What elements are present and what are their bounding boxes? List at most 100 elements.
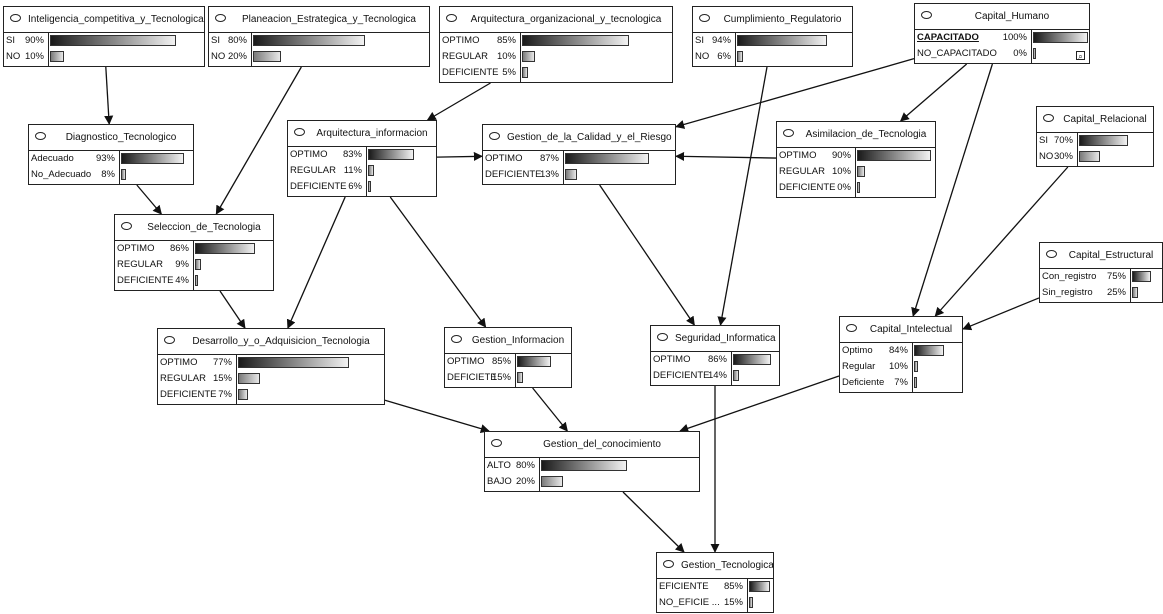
state-percent: 11% [343,165,362,176]
state-label: DEFICIENTE [290,181,347,192]
node-divider [520,32,521,82]
node-title-text: Cumplimiento_Regulatorio [723,14,842,25]
node-title-text: Seguridad_Informatica [675,333,776,344]
node-title: Arquitectura_informacion [288,121,436,147]
probability-bar [195,275,198,286]
probability-bar [914,345,944,356]
probability-bar [749,581,770,592]
probability-bar [195,259,201,270]
state-label: OPTIMO [160,357,198,368]
probability-bar [541,460,627,471]
magnifier-icon[interactable]: ⌕ [1076,51,1085,61]
node-title: Asimilacion_de_Tecnologia [777,122,935,148]
node-arq-org[interactable]: Arquitectura_organizacional_y_tecnologic… [439,6,673,83]
state-label: OPTIMO [442,35,480,46]
state-percent: 75% [1106,271,1126,282]
node-title: Inteligencia_competitiva_y_Tecnologica [4,7,204,33]
probability-bar [1033,32,1088,43]
edge-cumplimiento-to-seguridad [717,66,768,326]
state-label: DEFICIENTE [653,370,710,381]
node-divider [1077,132,1078,166]
node-title: Desarrollo_y_o_Adquisicion_Tecnologia [158,329,384,355]
state-percent: 7% [218,389,232,400]
probability-bar [1079,151,1100,162]
node-title: Seguridad_Informatica [651,326,779,352]
state-label: NO [6,51,21,62]
state-row[interactable]: NO_EFICIE ...15% [657,595,773,611]
probability-bar [914,361,918,372]
state-percent: 4% [175,275,189,286]
probability-bar [1079,135,1128,146]
state-percent: 10% [496,51,516,62]
probability-bar [253,35,365,46]
state-label: CAPACITADO [917,32,979,43]
node-title-text: Capital_Relacional [1063,114,1147,125]
state-row[interactable]: REGULAR 10% [440,49,672,65]
state-label: DEFICIENTE [485,169,542,180]
state-label: SI [1039,135,1048,146]
state-label: REGULAR [442,51,488,62]
probability-bar [368,181,371,192]
probability-bar [517,372,523,383]
state-percent: 13% [539,169,559,180]
node-oval-icon [294,128,305,136]
